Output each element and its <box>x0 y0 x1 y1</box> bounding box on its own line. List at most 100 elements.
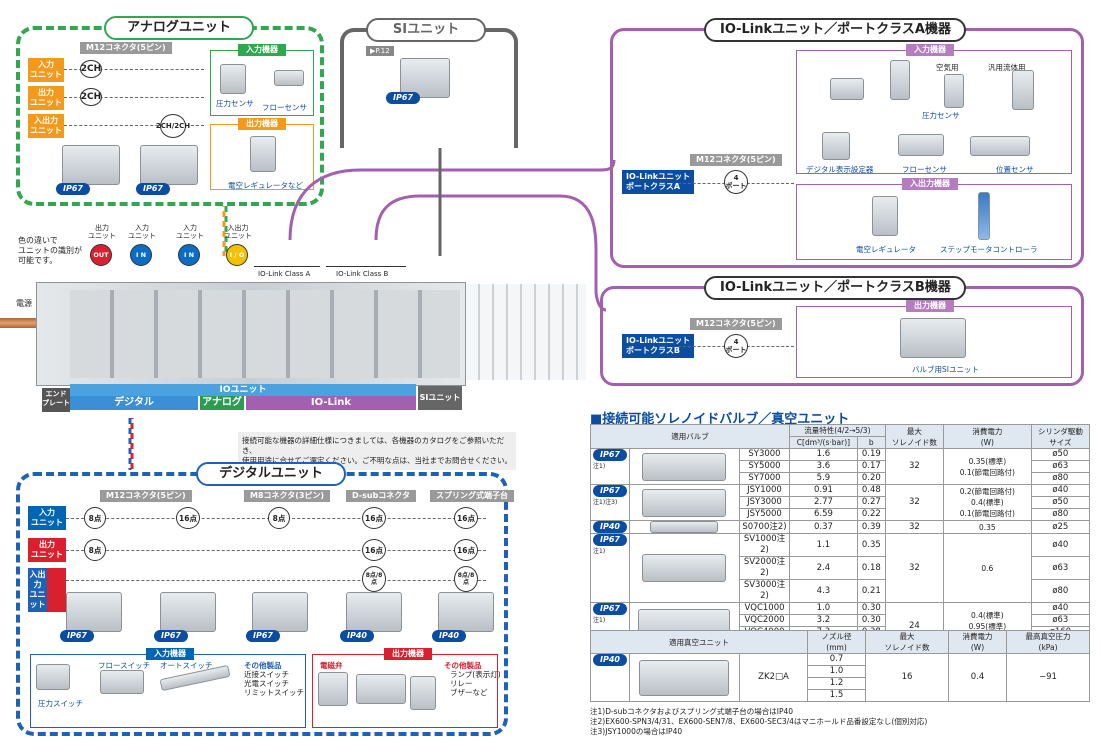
digital-solenoid: 電磁弁 <box>320 661 343 670</box>
valve-power: 0.2(節電回路付) 0.4(標準) 0.1(節電回路付) <box>943 484 1032 521</box>
valve-ip-note: 注1) <box>593 463 606 470</box>
valves-title: ■接続可能ソレノイドバルブ／真空ユニット <box>590 412 850 427</box>
digital-other-out-title: その他製品 <box>444 661 482 670</box>
vac-nozzle-2: 1.0 <box>807 665 867 678</box>
valve-model: SV1000注2) <box>738 533 790 557</box>
class-b-label: IO-Link Class B <box>336 270 389 278</box>
digital-output-devices: 出力機器 <box>384 648 432 660</box>
end-plate-label: エンド プレート <box>42 388 70 412</box>
valve-cylinder: ø50 <box>1030 496 1091 509</box>
digital-other-in-list: 近接スイッチ 光電スイッチ リミットスイッチ <box>244 670 304 697</box>
cylinder-valve-image <box>410 676 436 710</box>
digital-col-3: D-subコネクタ <box>346 490 416 502</box>
vth-power: 消費電力 (W) <box>947 630 1008 654</box>
valve-model: VQC1000 <box>738 602 790 615</box>
si-page-ref: ▶P.12 <box>366 46 394 56</box>
analog-bar: アナログ <box>200 396 244 410</box>
class-a-bracket <box>254 266 320 267</box>
digital-ip-4: IP40 <box>340 630 374 642</box>
iolink-a-pressure-label: 圧力センサ <box>922 111 960 120</box>
valve-ip-note: 注1) <box>593 617 606 624</box>
valve-model: VQC2000 <box>738 614 790 627</box>
valve-model: S0700注2) <box>738 520 790 534</box>
valves-table: 適用バルブ 流量特性(4/2→5/3) 最大 ソレノイド数 消費電力 (W) シ… <box>590 424 1091 651</box>
valve-model: SY3000 <box>738 448 790 461</box>
valve-image <box>650 521 719 533</box>
analog-title: アナログユニット <box>104 16 254 40</box>
analog-unit-image-1 <box>62 145 120 185</box>
digital-count-r2c4: 16点 <box>362 539 386 561</box>
analog-row-3-label: 入出力 ユニット <box>28 114 64 138</box>
iolink-a-unit: IO-Linkユニット ポートクラスA <box>622 170 695 194</box>
digital-unit-4 <box>346 592 402 632</box>
note-1: 注1)D-subコネクタおよびスプリング式端子台の場合はIP40 <box>590 707 794 716</box>
vth-nozzle: ノズル径 (mm) <box>807 630 867 654</box>
analog-ip-2: IP67 <box>136 183 170 195</box>
stepper-image <box>978 192 990 240</box>
manifold-tag-3: I N <box>178 244 200 266</box>
digital-other-out-list: ランプ(表示灯) リレー ブザーなど <box>450 670 501 697</box>
analog-connector: M12コネクタ(5ピン) <box>80 42 172 54</box>
valve-image <box>642 488 727 517</box>
digital-count-r1c1: 8点 <box>84 507 106 529</box>
analog-pressure-label: 圧力センサ <box>216 99 254 108</box>
digital-count-r3c5: 8点/8点 <box>454 566 478 592</box>
manifold-tag-4: I / O <box>226 244 248 266</box>
valve-b: 0.19 <box>856 448 886 461</box>
valve-image <box>642 554 727 582</box>
valve-max: 32 <box>884 448 945 485</box>
digital-ip-1: IP67 <box>60 630 94 642</box>
valve-cylinder: ø40 <box>1030 533 1091 557</box>
valve-si-image <box>900 318 966 358</box>
flow-switch-image <box>100 670 144 694</box>
valve-cylinder: ø25 <box>1030 520 1091 534</box>
valve-model: JSY5000 <box>738 508 790 521</box>
iolink-a-connector: M12コネクタ(5ピン) <box>690 154 782 166</box>
valve-b: 0.22 <box>856 508 886 521</box>
digital-other-in-title: その他製品 <box>244 661 282 670</box>
valve-image <box>356 674 406 704</box>
valve-max: 32 <box>884 484 945 521</box>
valve-ip-note: 注1) <box>593 548 606 555</box>
iolink-a-ports: 4 ポート <box>724 170 748 194</box>
si-unit-image <box>400 58 450 98</box>
valve-power: 0.35 <box>943 520 1032 534</box>
regulator-image <box>250 136 276 172</box>
valve-c: 4.3 <box>788 579 858 603</box>
analog-ip-1: IP67 <box>56 183 90 195</box>
valve-power: 0.35(標準) 0.1(節電回路付) <box>943 448 1032 485</box>
iolink-b-connector: M12コネクタ(5ピン) <box>690 318 782 330</box>
vac-model: ZK2□A <box>738 653 809 702</box>
digital-col-4: スプリング式端子台 <box>430 490 514 502</box>
note-2: 注2)EX600-SPN3/4/31、EX600-SEN7/8、EX600-SE… <box>590 717 928 726</box>
valve-b: 0.35 <box>856 533 886 557</box>
valve-ip-note: 注1)注3) <box>593 499 618 506</box>
valve-c: 3.2 <box>788 614 858 627</box>
power-cable <box>0 318 40 328</box>
digital-count-r2c5: 16点 <box>454 539 478 561</box>
pressure-sensor-fluid-image <box>1012 70 1034 110</box>
analog-unit-image-2 <box>140 145 198 185</box>
iolink-a-input-devices: 入力機器 <box>906 44 954 56</box>
digital-pressure-switch: 圧力スイッチ <box>38 699 83 708</box>
valve-c: 3.6 <box>788 460 858 473</box>
valve-model: JSY1000 <box>738 484 790 497</box>
th-b: b <box>856 436 886 449</box>
digital-count-r3c4: 8点/8点 <box>362 566 386 592</box>
iolink-a-air: 空気用 <box>936 63 959 72</box>
vth-pressure: 最高真空圧力 (kPa) <box>1006 630 1090 654</box>
vth-unit: 適用真空ユニット <box>589 630 809 654</box>
valve-c: 2.77 <box>788 496 858 509</box>
th-c: C[dm³/(s·bar)] <box>788 436 858 449</box>
valve-model: SV3000注2) <box>738 579 790 603</box>
digital-unit-3 <box>252 592 308 632</box>
digital-col-1: M12コネクタ(5ピン) <box>100 490 192 502</box>
analog-row-2-label: 出力 ユニット <box>28 86 64 110</box>
analog-count-3: 2CH/2CH <box>156 114 190 138</box>
digital-ip-5: IP40 <box>432 630 466 642</box>
